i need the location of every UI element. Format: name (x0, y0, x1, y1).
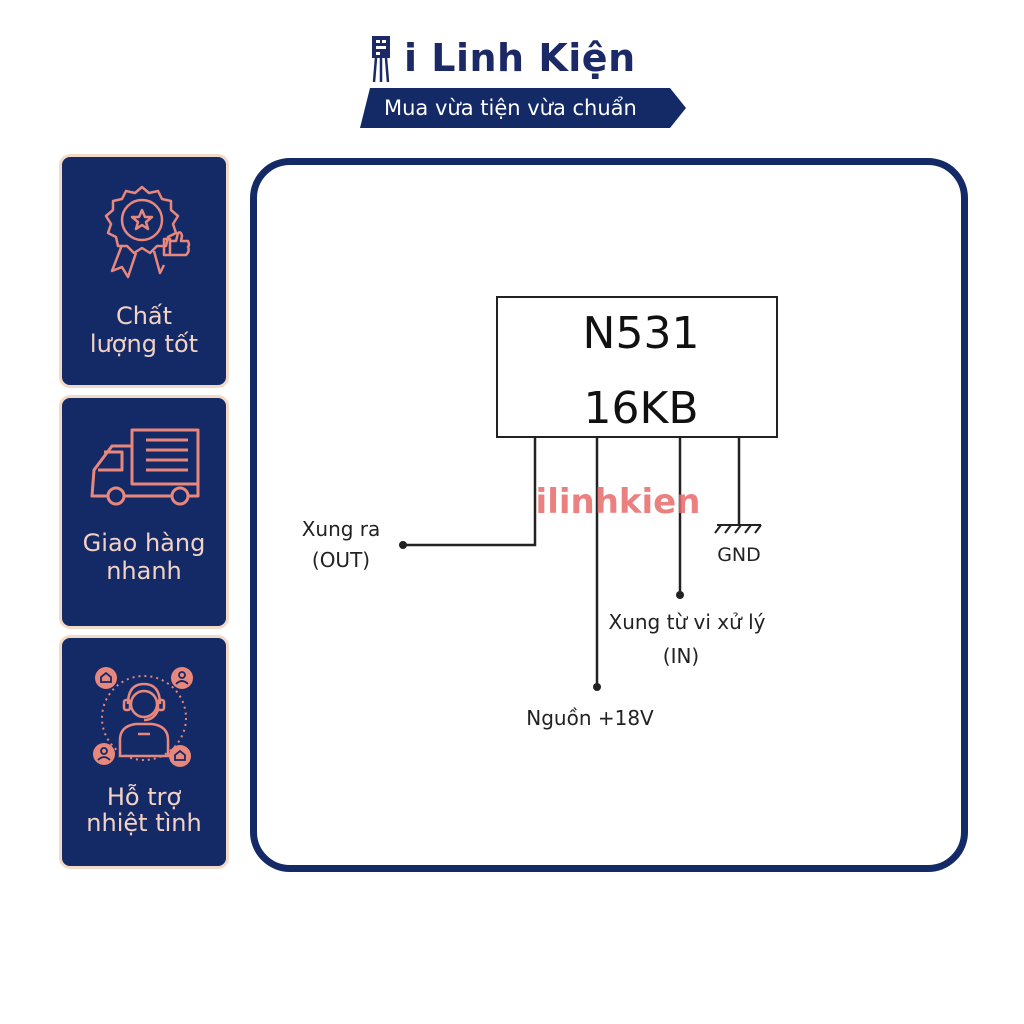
brand-name: i Linh Kiện (404, 36, 636, 80)
chip-code: 16KB (583, 383, 698, 434)
feature-card-quality: Chất lượng tốt (62, 157, 226, 385)
chip-name: N531 (583, 308, 700, 359)
delivery-truck-icon (90, 428, 200, 506)
pinout-diagram: N531 16KB ilinhkien Xung ra (OUT) GND Xu… (302, 296, 778, 730)
feature-label-delivery-2: nhanh (106, 557, 182, 585)
feature-label-delivery-1: Giao hàng (82, 529, 206, 557)
pin-out-terminal (399, 541, 407, 549)
feature-label-quality-1: Chất (115, 302, 173, 330)
gnd-label: GND (717, 544, 761, 566)
pin-power-terminal (593, 683, 601, 691)
chip-body (496, 296, 778, 438)
chip-logo-icon (372, 36, 390, 83)
out-sub-label: (OUT) (312, 548, 370, 572)
customer-support-icon (93, 667, 193, 767)
brand-header: i Linh Kiện Mua vừa tiện vừa chuẩn (360, 30, 690, 130)
ground-symbol-icon (714, 524, 762, 534)
feature-label-quality-2: lượng tốt (89, 330, 199, 358)
pin-out-wire (403, 437, 537, 547)
tagline-ribbon (360, 88, 686, 128)
feature-label-support-1: Hỗ trợ (106, 783, 182, 811)
pin-in-terminal (676, 591, 684, 599)
power-label: Nguồn +18V (526, 706, 654, 730)
in-label: Xung từ vi xử lý (609, 610, 766, 634)
brand-tagline-banner: Mua vừa tiện vừa chuẩn (360, 88, 686, 128)
feature-card-support: Hỗ trợ nhiệt tình (62, 638, 226, 866)
brand-tagline: Mua vừa tiện vừa chuẩn (384, 96, 637, 120)
feature-label-support-2: nhiệt tình (86, 809, 202, 837)
feature-card-delivery: Giao hàng nhanh (62, 398, 226, 626)
out-label: Xung ra (302, 517, 381, 541)
in-sub-label: (IN) (663, 644, 699, 668)
award-badge-icon (104, 185, 191, 279)
watermark-text: ilinhkien (536, 482, 701, 522)
diagram-panel: N531 16KB ilinhkien Xung ra (OUT) GND Xu… (250, 158, 968, 872)
